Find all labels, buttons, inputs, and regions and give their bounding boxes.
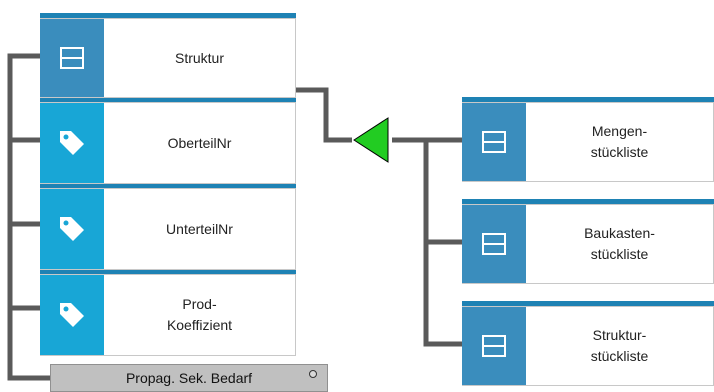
node-label: UnterteilNr: [166, 220, 233, 237]
table-icon: [40, 19, 104, 97]
node-separator: [40, 98, 296, 102]
node-prod-koeffizient[interactable]: Prod- Koeffizient: [40, 274, 296, 356]
table-icon: [462, 205, 526, 283]
node-label: Prod- Koeffizient: [166, 296, 233, 333]
node-header-bar: [462, 301, 714, 306]
node-separator: [40, 270, 296, 274]
group-header-bar: [40, 13, 296, 18]
status-dot-icon[interactable]: [309, 370, 317, 378]
node-label: Struktur- stückliste: [590, 327, 649, 364]
node-unterteilnr[interactable]: UnterteilNr: [40, 188, 296, 270]
node-label: Baukasten- stückliste: [584, 225, 655, 262]
node-label: Mengen- stückliste: [590, 123, 649, 160]
direction-arrow: [353, 117, 389, 163]
node-mengenstueckliste[interactable]: Mengen- stückliste: [462, 102, 714, 182]
tag-icon: [40, 103, 104, 183]
node-baukastenstueckliste[interactable]: Baukasten- stückliste: [462, 204, 714, 284]
node-header-bar: [462, 97, 714, 102]
footer-label: Propag. Sek. Bedarf: [125, 370, 253, 386]
tag-icon: [40, 189, 104, 269]
node-label: OberteilNr: [167, 134, 232, 151]
node-struktur[interactable]: Struktur: [40, 18, 296, 98]
node-label: Struktur: [174, 49, 224, 66]
node-oberteilnr[interactable]: OberteilNr: [40, 102, 296, 184]
node-header-bar: [462, 199, 714, 204]
table-icon: [462, 307, 526, 385]
table-icon: [462, 103, 526, 181]
node-separator: [40, 184, 296, 188]
footer-propag-sek-bedarf[interactable]: Propag. Sek. Bedarf: [50, 364, 328, 392]
tag-icon: [40, 275, 104, 355]
node-strukturstueckliste[interactable]: Struktur- stückliste: [462, 306, 714, 386]
